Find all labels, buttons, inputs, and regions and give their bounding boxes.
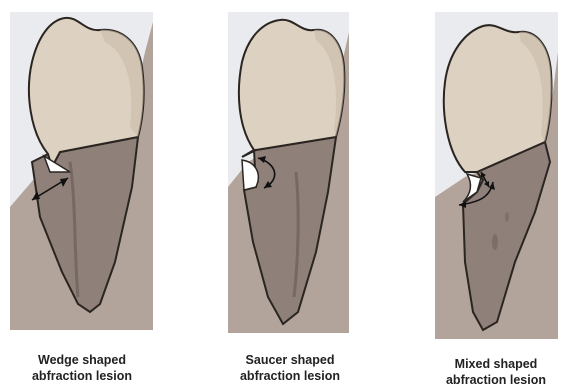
- caption-wedge: Wedge shaped abfraction lesion: [18, 352, 146, 384]
- panel-wedge: [10, 12, 153, 330]
- caption-wedge-line2: abfraction lesion: [18, 368, 146, 384]
- caption-saucer-line2: abfraction lesion: [226, 368, 354, 384]
- caption-saucer: Saucer shaped abfraction lesion: [226, 352, 354, 384]
- caption-mixed: Mixed shaped abfraction lesion: [432, 356, 560, 388]
- panel-saucer: [228, 12, 349, 333]
- panel-mixed: [435, 12, 558, 339]
- mixed-lesion-illustration: [435, 12, 558, 339]
- caption-mixed-line2: abfraction lesion: [432, 372, 560, 388]
- caption-mixed-line1: Mixed shaped: [432, 356, 560, 372]
- caption-saucer-line1: Saucer shaped: [226, 352, 354, 368]
- wedge-lesion-illustration: [10, 12, 153, 330]
- caption-wedge-line1: Wedge shaped: [18, 352, 146, 368]
- saucer-lesion-illustration: [228, 12, 349, 333]
